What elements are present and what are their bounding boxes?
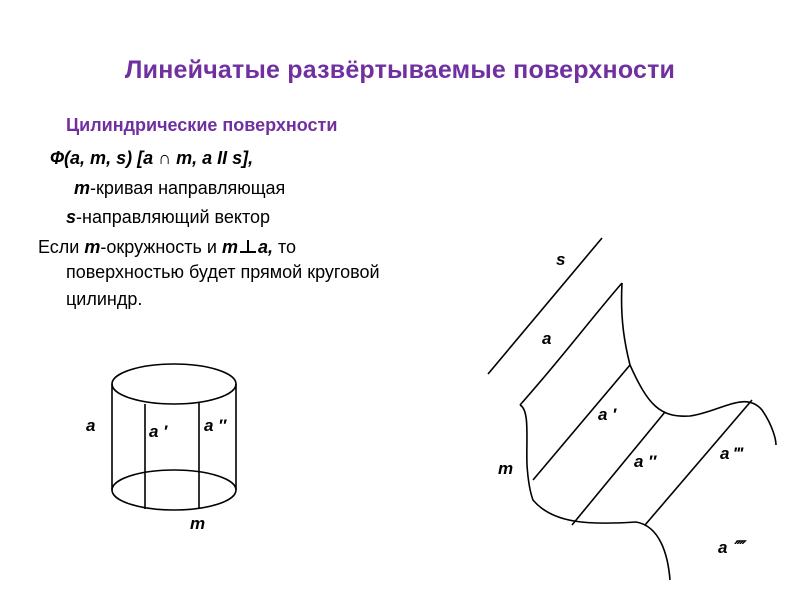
generatrix-a2 <box>571 411 666 526</box>
guide-curve-text: -кривая направляющая <box>90 178 286 198</box>
cylinder-figure <box>111 363 237 511</box>
cylinder-label-a2: a ″ <box>204 416 227 435</box>
condition-prefix: Если <box>38 237 85 257</box>
guide-curve-symbol: m <box>74 178 91 198</box>
surface-figure <box>487 237 777 581</box>
condition-line-1: Если m-окружность и m a, то <box>38 237 296 258</box>
cylinder-label-m: m <box>190 514 205 533</box>
surface-label-a: a <box>542 329 551 348</box>
surface-label-a4: a ⁗ <box>718 538 747 557</box>
condition-suffix: то <box>272 237 297 257</box>
surface-label-a3: a ‴ <box>720 444 744 463</box>
top-curve <box>620 282 777 446</box>
surface-label-a1: a ′ <box>598 405 617 424</box>
guide-vector-text: -направляющий вектор <box>76 207 271 227</box>
surface-label-m: m <box>498 459 513 478</box>
condition-mid: -окружность и <box>100 237 222 257</box>
surface-label-a2: a ″ <box>634 452 657 471</box>
formula-phi: Ф(a, m, s) <box>50 148 133 168</box>
cylinder-bottom-ellipse <box>111 469 237 511</box>
condition-m2: m <box>221 237 238 257</box>
guide-vector-line: s-направляющий вектор <box>66 207 270 228</box>
direction-vector-s <box>487 237 603 375</box>
generatrix-a1 <box>532 364 631 481</box>
generatrix-a <box>519 282 623 406</box>
guide-vector-symbol: s <box>66 207 77 227</box>
formula-conditions: [a ∩ m, a II s], <box>137 148 254 168</box>
cylinder-label-a: a <box>86 416 95 435</box>
condition-line-2: поверхностью будет прямой круговой <box>66 262 380 282</box>
perpendicular-icon <box>238 238 258 254</box>
slide-title: Линейчатые развёртываемые поверхности <box>124 56 676 84</box>
condition-a: a, <box>257 237 273 257</box>
condition-line-3: цилиндр. <box>66 289 143 309</box>
surface-formula: Ф(a, m, s) [a ∩ m, a II s], <box>50 148 253 169</box>
condition-m1: m <box>84 237 101 257</box>
cylinder-label-a1: a ′ <box>149 422 168 441</box>
guide-curve-line: m-кривая направляющая <box>74 178 285 199</box>
generatrix-a3 <box>644 399 753 526</box>
section-subtitle: Цилиндрические поверхности <box>66 115 338 135</box>
surface-label-s: s <box>556 250 565 269</box>
cylinder-top-ellipse <box>111 363 237 405</box>
guide-curve-m <box>519 404 671 581</box>
